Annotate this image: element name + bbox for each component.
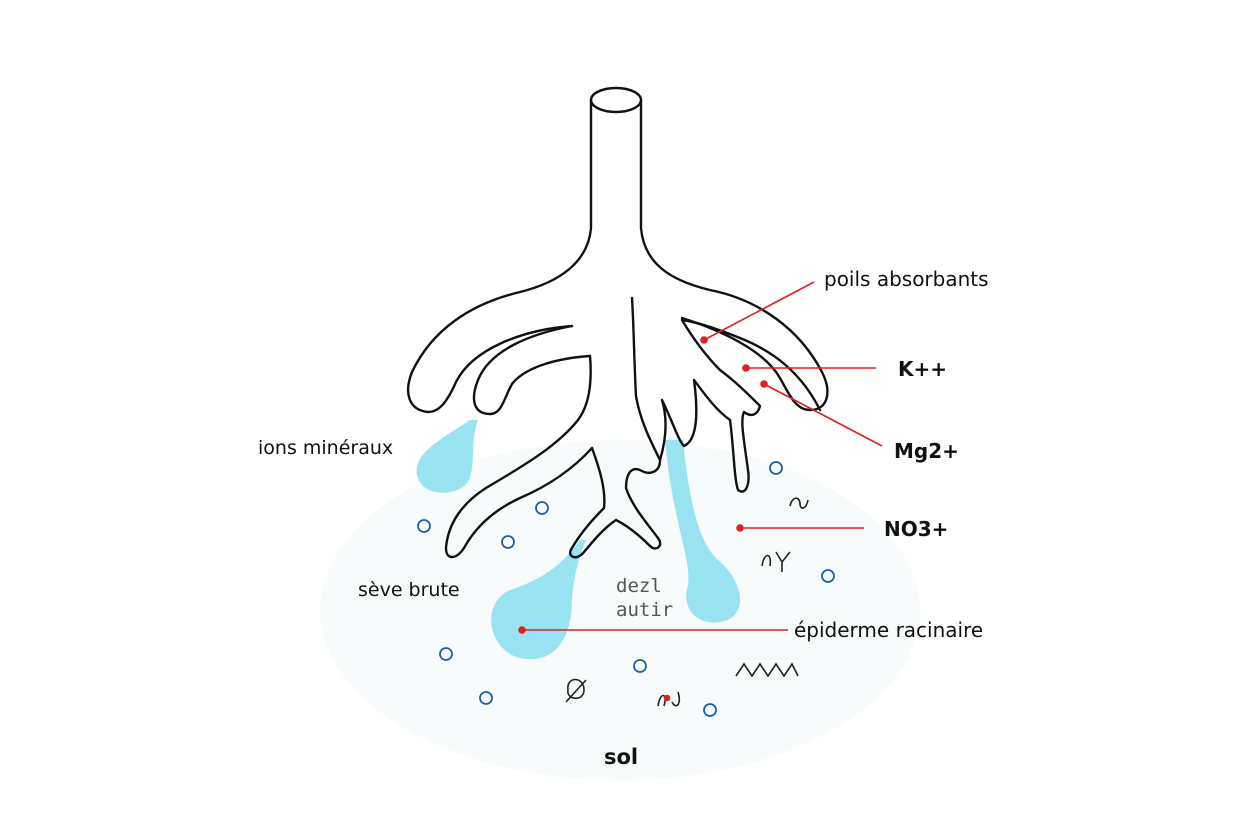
label-k: K++: [898, 357, 947, 381]
root-system: [407, 86, 829, 559]
squiggle-mark: [565, 678, 587, 703]
water-droplet-left: [416, 420, 478, 493]
ion-circle: [439, 647, 453, 661]
ion-circle: [417, 519, 431, 533]
leader-dot-epiderme: [518, 626, 526, 634]
leader-line-mg: [763, 383, 883, 447]
ion-circle: [501, 535, 515, 549]
leader-dot-squiggle: [663, 694, 671, 702]
label-epiderme: épiderme racinaire: [794, 618, 983, 642]
label-ions-mineraux: ions minéraux: [258, 437, 393, 459]
label-sol: sol: [604, 745, 638, 769]
leader-dot-mg: [760, 380, 768, 388]
squiggle-mark: [735, 662, 799, 678]
soil-squiggles: [565, 497, 809, 707]
ion-circle: [535, 501, 549, 515]
scribble-text-1: dezl: [616, 575, 662, 597]
ion-circle: [479, 691, 493, 705]
leader-dot-no3: [736, 524, 744, 532]
root-branch-left: [444, 324, 594, 559]
label-no3: NO3+: [884, 517, 948, 541]
leader-dot-k: [742, 364, 750, 372]
root-branch-right-inner: [658, 318, 822, 493]
squiggle-mark: [657, 691, 681, 707]
ion-circle: [703, 703, 717, 717]
leader-dot-poils: [700, 336, 708, 344]
stem-top: [589, 86, 643, 114]
ion-circle: [769, 461, 783, 475]
root-branch-center: [569, 296, 662, 559]
ion-circle: [821, 569, 835, 583]
squiggle-mark: [789, 497, 809, 509]
ion-circle: [633, 659, 647, 673]
leader-line-poils: [703, 281, 815, 341]
stem: [407, 98, 593, 414]
soil-area: [320, 440, 920, 780]
label-poils-absorbants: poils absorbants: [824, 267, 989, 291]
leader-lines: [518, 281, 883, 702]
ion-circles: [417, 461, 835, 717]
scribble-text-2: autir: [616, 599, 673, 621]
stem-right: [639, 98, 829, 412]
label-seve-brute: sève brute: [358, 579, 460, 601]
water-droplet-right: [665, 440, 741, 623]
squiggle-mark: [761, 551, 791, 572]
label-mg: Mg2+: [894, 439, 959, 463]
